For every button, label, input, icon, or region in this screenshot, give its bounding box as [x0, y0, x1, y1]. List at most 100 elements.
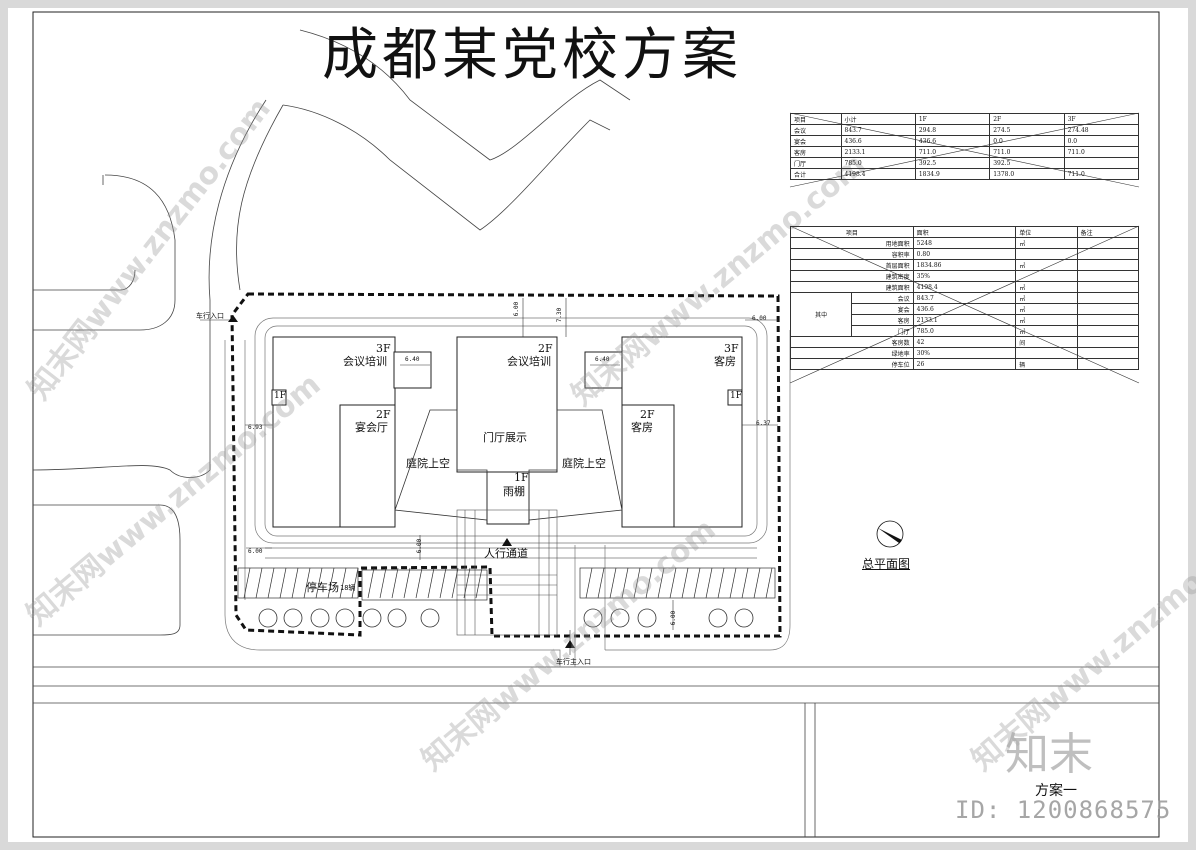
parking-stall-line	[255, 567, 263, 599]
id-watermark: ID: 1200868575	[955, 796, 1172, 824]
right-low-name: 客房	[631, 421, 653, 434]
table-cell	[1015, 270, 1078, 282]
table-cell: 客房	[790, 146, 842, 158]
table-cell: 274.5	[989, 124, 1065, 136]
table-header-cell: 1F	[914, 113, 991, 125]
table-cell: 1378.0	[989, 168, 1065, 180]
table-cell: 门厅	[851, 325, 914, 337]
parking-stall-line	[705, 567, 713, 599]
dim-6-00-top: 6.00	[513, 301, 521, 317]
parking-stall-line	[267, 567, 275, 599]
right-building-name: 客房	[714, 355, 736, 368]
parking-label: 停车场	[306, 581, 339, 594]
tree-icon	[387, 608, 407, 628]
table-cell: 建筑密度	[790, 270, 914, 282]
dim-6-40-left: 6.40	[405, 356, 420, 363]
table-cell: 785.0	[840, 157, 916, 169]
main-entry-label: 车行主入口	[556, 658, 591, 666]
table-cell: 容积率	[790, 248, 914, 260]
table-cell	[1015, 347, 1078, 359]
main-entry-arrow	[565, 640, 575, 648]
parking-stall-line	[765, 567, 773, 599]
table-row: 项目面积单位备注	[790, 226, 1140, 238]
north-arrow	[876, 520, 904, 548]
table-cell	[1076, 292, 1140, 304]
table-cell	[1076, 259, 1140, 271]
parking-stall-line	[741, 567, 749, 599]
parking-stall-line	[427, 567, 435, 599]
table-cell: 停车位	[790, 358, 914, 370]
parking-stall-line	[621, 567, 629, 599]
dim-6-93: 6.93	[248, 424, 263, 431]
table-cell: 0.80	[912, 248, 1017, 260]
buildings	[271, 336, 743, 528]
table-cell: 785.0	[912, 325, 1017, 337]
table-cell	[1063, 157, 1140, 169]
dim-6-37: 6.37	[756, 420, 771, 427]
table-header-cell: 项目	[790, 113, 842, 125]
dim-6-00-right: 6.00	[752, 315, 767, 322]
parking-stall-line	[279, 567, 287, 599]
pedestrian-label: 人行通道	[484, 547, 528, 560]
link-left	[393, 351, 432, 389]
table-cell: 客房数	[790, 336, 914, 348]
table-cell: ㎡	[1015, 237, 1078, 249]
table-cell: 门厅	[790, 157, 842, 169]
court-left-label: 庭院上空	[406, 457, 450, 470]
dim-6-40-right: 6.40	[595, 356, 610, 363]
parking-stall-line	[379, 567, 387, 599]
table-header-cell: 2F	[989, 113, 1065, 125]
right-building-floors: 3F	[724, 342, 739, 355]
scheme-label: 方案一	[1035, 783, 1077, 799]
table-cell: 1834.9	[914, 168, 991, 180]
parking-stall-line	[351, 567, 359, 599]
table-cell: 宴会	[790, 135, 842, 147]
table-header-cell: 面积	[912, 226, 1017, 238]
parking-stall-line	[475, 567, 483, 599]
parking-hatch	[243, 567, 773, 599]
dimension-lines	[200, 298, 778, 655]
court-right-label: 庭院上空	[562, 457, 606, 470]
center-building-floors: 2F	[538, 342, 553, 355]
parking-stall-line	[415, 567, 423, 599]
parking-stalls	[237, 567, 776, 601]
table-cell: ㎡	[1015, 281, 1078, 293]
parking-stall-line	[597, 567, 605, 599]
table-cell: 辆	[1015, 358, 1078, 370]
dim-7-30: 7.30	[556, 307, 564, 323]
dim-6-00-park: 6.00	[670, 610, 678, 626]
table-cell: 711.0	[1063, 146, 1140, 158]
table-cell	[1015, 248, 1078, 260]
table-cell: ㎡	[1015, 303, 1078, 315]
tree-icon	[583, 608, 603, 628]
lobby-label: 门厅展示	[483, 431, 527, 444]
parking-stall-line	[403, 567, 411, 599]
table-cell: 711.0	[1063, 168, 1140, 180]
table-cell	[1076, 314, 1140, 326]
canopy-floors: 1F	[514, 471, 529, 484]
parking-stall-line	[243, 567, 251, 599]
tree-icon	[610, 608, 630, 628]
table-cell: 宴会	[851, 303, 914, 315]
tree-icon	[310, 608, 330, 628]
trees	[258, 608, 754, 628]
plan-label: 总平面图	[862, 557, 911, 571]
table-cell: 42	[912, 336, 1017, 348]
parking-stall-line	[753, 567, 761, 599]
table-cell: 会议	[790, 124, 842, 136]
table-cell: 用地面积	[790, 237, 914, 249]
building-left-2f	[339, 404, 396, 528]
left-building-floors: 3F	[376, 342, 391, 355]
table-header-cell: 单位	[1015, 226, 1078, 238]
